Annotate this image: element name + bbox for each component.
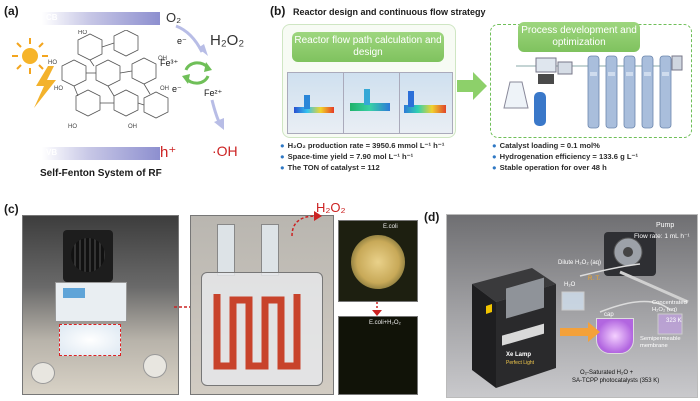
bullet-left-3: ●The TON of catalyst = 112 bbox=[280, 163, 380, 172]
ecoli-label: E.coli bbox=[383, 224, 398, 230]
bullet-right-2: ●Hydrogenation efficiency = 133.6 g L⁻¹ bbox=[492, 152, 639, 161]
flow-simulation-image-2 bbox=[343, 72, 400, 134]
pump-label: Pump bbox=[656, 222, 675, 229]
rt-label: R. T. bbox=[588, 276, 601, 282]
flow-rate-label: Flow rate: 1 mL h⁻¹ bbox=[634, 233, 690, 240]
svg-text:OH: OH bbox=[130, 30, 139, 32]
perfect-light-label: Perfect Light bbox=[506, 360, 535, 366]
photocatalyst-label: SA-TCPP photocatalysts (353 K) bbox=[572, 378, 660, 384]
h2o2-label: H₂O₂ bbox=[210, 32, 245, 49]
electron-2-label: e⁻ bbox=[172, 84, 182, 94]
pump-icon bbox=[604, 232, 656, 276]
fe2-to-oh-arrow bbox=[210, 99, 224, 130]
ecoli-h2o2-label: E.coli+H₂O₂ bbox=[369, 320, 401, 326]
svg-text:HO: HO bbox=[48, 60, 57, 66]
hole-label: h⁺ bbox=[160, 144, 177, 161]
electron-1-label: e⁻ bbox=[177, 36, 187, 46]
bullet-left-2: ●Space-time yield = 7.90 mol L⁻¹ h⁻¹ bbox=[280, 152, 414, 161]
cap-label: cap bbox=[604, 312, 614, 318]
xe-lamp-label: Xe Lamp bbox=[506, 352, 532, 358]
bullets-left: ●H₂O₂ production rate = 3950.6 mmol L⁻¹ … bbox=[280, 140, 490, 173]
h2o2-dashed-arrow bbox=[291, 211, 322, 237]
panel-a-caption: Self-Fenton System of RF bbox=[40, 168, 162, 179]
lightning-icon bbox=[34, 66, 56, 108]
reaction-vessel bbox=[596, 318, 634, 354]
process-dev-title: Process development and optimization bbox=[521, 25, 637, 48]
panel-a-label: (a) bbox=[4, 4, 19, 18]
svg-text:HO: HO bbox=[54, 86, 63, 92]
fe-cycle-arrows-icon bbox=[182, 61, 212, 85]
h2o-label: H₂O bbox=[564, 282, 576, 288]
tubing-and-beakers bbox=[561, 263, 689, 335]
xe-lamp-icon bbox=[472, 268, 556, 388]
plate-dashed-arrow bbox=[372, 302, 382, 316]
panel-c-label: (c) bbox=[4, 202, 19, 216]
vb-label: VB bbox=[46, 148, 58, 157]
light-beam-arrow bbox=[560, 322, 600, 342]
svg-text:HO: HO bbox=[68, 124, 77, 130]
bullet-left-1: ●H₂O₂ production rate = 3950.6 mmol L⁻¹ … bbox=[280, 141, 445, 150]
flow-apparatus-illustration bbox=[503, 55, 683, 129]
panel-b-title: Reactor design and continuous flow strat… bbox=[293, 7, 486, 17]
molecule-structure: HO OH HO OH HO OH HO OH bbox=[48, 30, 169, 130]
dilute-h2o2-label: Dilute H₂O₂ (aq) bbox=[558, 260, 602, 266]
reactor-flow-title-box bbox=[292, 32, 444, 62]
panel-c-h2o2-label: H₂O₂ bbox=[316, 200, 346, 215]
ecoli-h2o2-plate-photo: E.coli+H₂O₂ bbox=[338, 316, 418, 395]
ecoli-plate-photo: E.coli bbox=[338, 220, 418, 302]
process-dev-title-box bbox=[518, 22, 640, 52]
temp-323-label: 323 K bbox=[666, 318, 682, 324]
bullet-right-3: ●Stable operation for over 48 h bbox=[492, 163, 607, 172]
panel-b-label: (b) bbox=[270, 4, 286, 18]
panel-d-label: (d) bbox=[424, 210, 440, 224]
reactor-setup-photo bbox=[22, 215, 179, 395]
svg-text:HO: HO bbox=[78, 30, 87, 36]
o2-label: O₂ bbox=[166, 10, 182, 25]
serpentine-reactor-photo bbox=[190, 215, 334, 395]
concentrated-h2o2-label: Concentrated H₂O₂ (aq) bbox=[652, 300, 687, 313]
conduction-band-bar bbox=[42, 12, 160, 25]
semipermeable-label: Semipermeable membrane bbox=[640, 336, 681, 349]
flow-simulation-image-3 bbox=[399, 72, 453, 134]
serpentine-channel bbox=[213, 294, 301, 370]
svg-text:OH: OH bbox=[128, 124, 137, 130]
o2-saturated-label: O₂-Saturated H₂O + bbox=[580, 370, 634, 376]
reactor-flow-title: Reactor flow path calculation and design bbox=[294, 35, 442, 58]
bullet-right-1: ●Catalyst loading = 0.1 mol% bbox=[492, 141, 600, 150]
fe3-label: Fe³⁺ bbox=[160, 58, 179, 68]
svg-text:OH: OH bbox=[160, 86, 169, 92]
flow-simulation-image-1 bbox=[287, 72, 344, 134]
o2-to-h2o2-arrow bbox=[175, 24, 208, 56]
bullets-right: ●Catalyst loading = 0.1 mol% ●Hydrogenat… bbox=[492, 140, 697, 173]
svg-text:OH: OH bbox=[158, 56, 167, 62]
cb-label: CB bbox=[46, 13, 58, 22]
fe2-label: Fe²⁺ bbox=[204, 88, 223, 98]
hydroxyl-radical-label: ·OH bbox=[212, 143, 238, 159]
valence-band-bar bbox=[42, 147, 160, 160]
sun-icon bbox=[12, 38, 48, 74]
flow-arrow bbox=[457, 72, 487, 100]
